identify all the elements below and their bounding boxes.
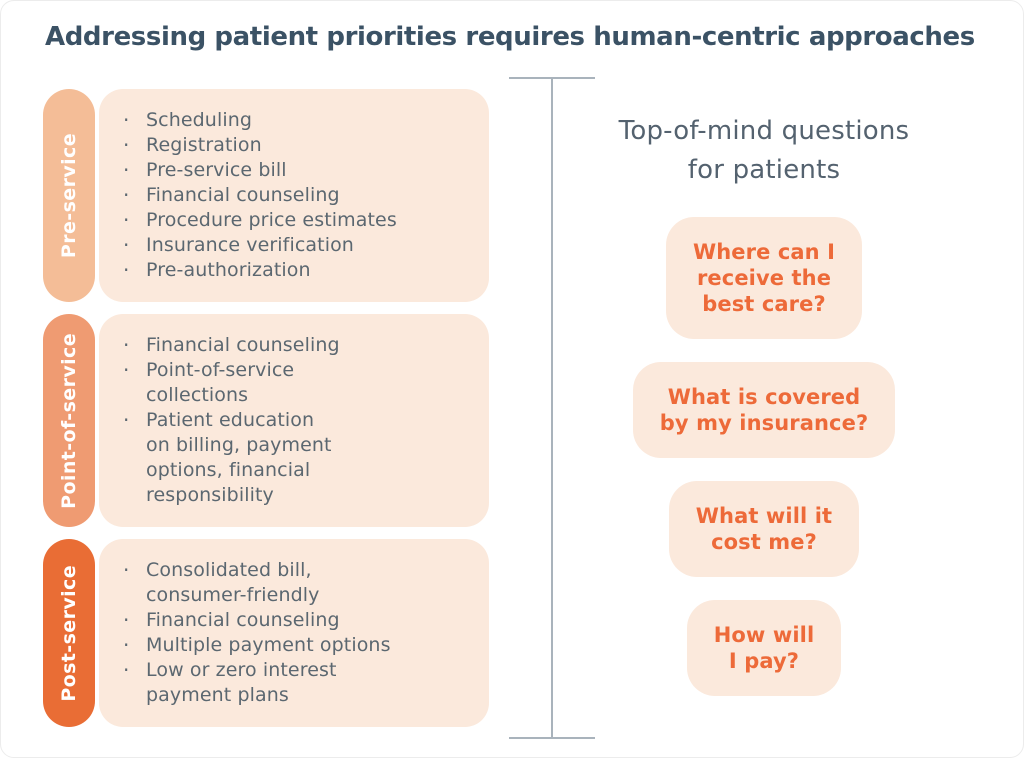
stage-tab: Pre-service (43, 89, 95, 302)
question-card: How will I pay? (686, 600, 842, 696)
bullet-icon: · (123, 108, 130, 132)
stage-item-list: · Consolidated bill, consumer-friendly ·… (123, 558, 473, 708)
stage-items-box: · Scheduling · Registration · Pre-servic… (99, 89, 489, 302)
stage-row: Pre-service · Scheduling · Registration … (43, 89, 489, 302)
bullet-icon: · (123, 258, 130, 282)
list-item-text: Financial counseling (146, 609, 340, 631)
stage-tab: Point-of-service (43, 314, 95, 527)
list-item-text: Pre-service bill (146, 159, 287, 181)
bullet-icon: · (123, 658, 130, 682)
list-item-text: Procedure price estimates (146, 209, 397, 231)
list-item-text: Patient education on billing, payment op… (146, 409, 332, 506)
page-title: Addressing patient priorities requires h… (45, 22, 975, 52)
list-item: · Financial counseling (123, 608, 473, 633)
questions-list: Where can I receive the best care? What … (632, 217, 896, 696)
stage-item-list: · Scheduling · Registration · Pre-servic… (123, 108, 473, 283)
bullet-icon: · (123, 158, 130, 182)
list-item: · Insurance verification (123, 233, 473, 258)
list-item: · Patient education on billing, payment … (123, 408, 473, 508)
list-item: · Pre-service bill (123, 158, 473, 183)
list-item: · Registration (123, 133, 473, 158)
bullet-icon: · (123, 208, 130, 232)
list-item: · Scheduling (123, 108, 473, 133)
service-stages: Pre-service · Scheduling · Registration … (43, 89, 489, 727)
list-item-text: Scheduling (146, 109, 253, 131)
main-content: Pre-service · Scheduling · Registration … (1, 77, 1023, 751)
bullet-icon: · (123, 408, 130, 432)
question-text: Where can I receive the best care? (692, 240, 836, 316)
divider-line (551, 77, 553, 739)
stage-items-box: · Financial counseling · Point-of-servic… (99, 314, 489, 527)
bullet-icon: · (123, 233, 130, 257)
list-item-text: Financial counseling (146, 334, 340, 356)
vertical-divider (509, 77, 595, 739)
list-item: · Procedure price estimates (123, 208, 473, 233)
list-item: · Point-of-service collections (123, 358, 473, 408)
bullet-icon: · (123, 558, 130, 582)
list-item-text: Consolidated bill, consumer-friendly (146, 559, 320, 606)
list-item: · Low or zero interest payment plans (123, 658, 473, 708)
list-item-text: Financial counseling (146, 184, 340, 206)
stage-tab-label: Post-service (58, 564, 80, 702)
bullet-icon: · (123, 183, 130, 207)
divider-bottom-cap (509, 737, 595, 739)
list-item: · Pre-authorization (123, 258, 473, 283)
list-item-text: Point-of-service collections (146, 359, 295, 406)
list-item-text: Multiple payment options (146, 634, 391, 656)
patient-questions-panel: Top-of-mind questions for patients Where… (595, 89, 1023, 696)
stage-row: Post-service · Consolidated bill, consum… (43, 539, 489, 727)
stage-tab-label: Point-of-service (58, 332, 80, 509)
bullet-icon: · (123, 358, 130, 382)
bullet-icon: · (123, 608, 130, 632)
question-text: What is covered by my insurance? (659, 385, 869, 435)
bullet-icon: · (123, 633, 130, 657)
list-item: · Multiple payment options (123, 633, 473, 658)
stage-row: Point-of-service · Financial counseling … (43, 314, 489, 527)
stage-tab: Post-service (43, 539, 95, 727)
question-card: Where can I receive the best care? (665, 217, 863, 339)
list-item-text: Low or zero interest payment plans (146, 659, 337, 706)
stage-items-box: · Consolidated bill, consumer-friendly ·… (99, 539, 489, 727)
list-item-text: Pre-authorization (146, 259, 311, 281)
right-panel-heading: Top-of-mind questions for patients (618, 116, 910, 185)
question-card: What is covered by my insurance? (632, 362, 896, 458)
stage-tab-label: Pre-service (58, 132, 80, 259)
question-text: What will it cost me? (695, 504, 833, 554)
bullet-icon: · (123, 133, 130, 157)
bullet-icon: · (123, 333, 130, 357)
stage-item-list: · Financial counseling · Point-of-servic… (123, 333, 473, 508)
list-item-text: Registration (146, 134, 262, 156)
list-item: · Consolidated bill, consumer-friendly (123, 558, 473, 608)
list-item-text: Insurance verification (146, 234, 354, 256)
question-text: How will I pay? (713, 623, 815, 673)
list-item: · Financial counseling (123, 333, 473, 358)
list-item: · Financial counseling (123, 183, 473, 208)
question-card: What will it cost me? (668, 481, 860, 577)
